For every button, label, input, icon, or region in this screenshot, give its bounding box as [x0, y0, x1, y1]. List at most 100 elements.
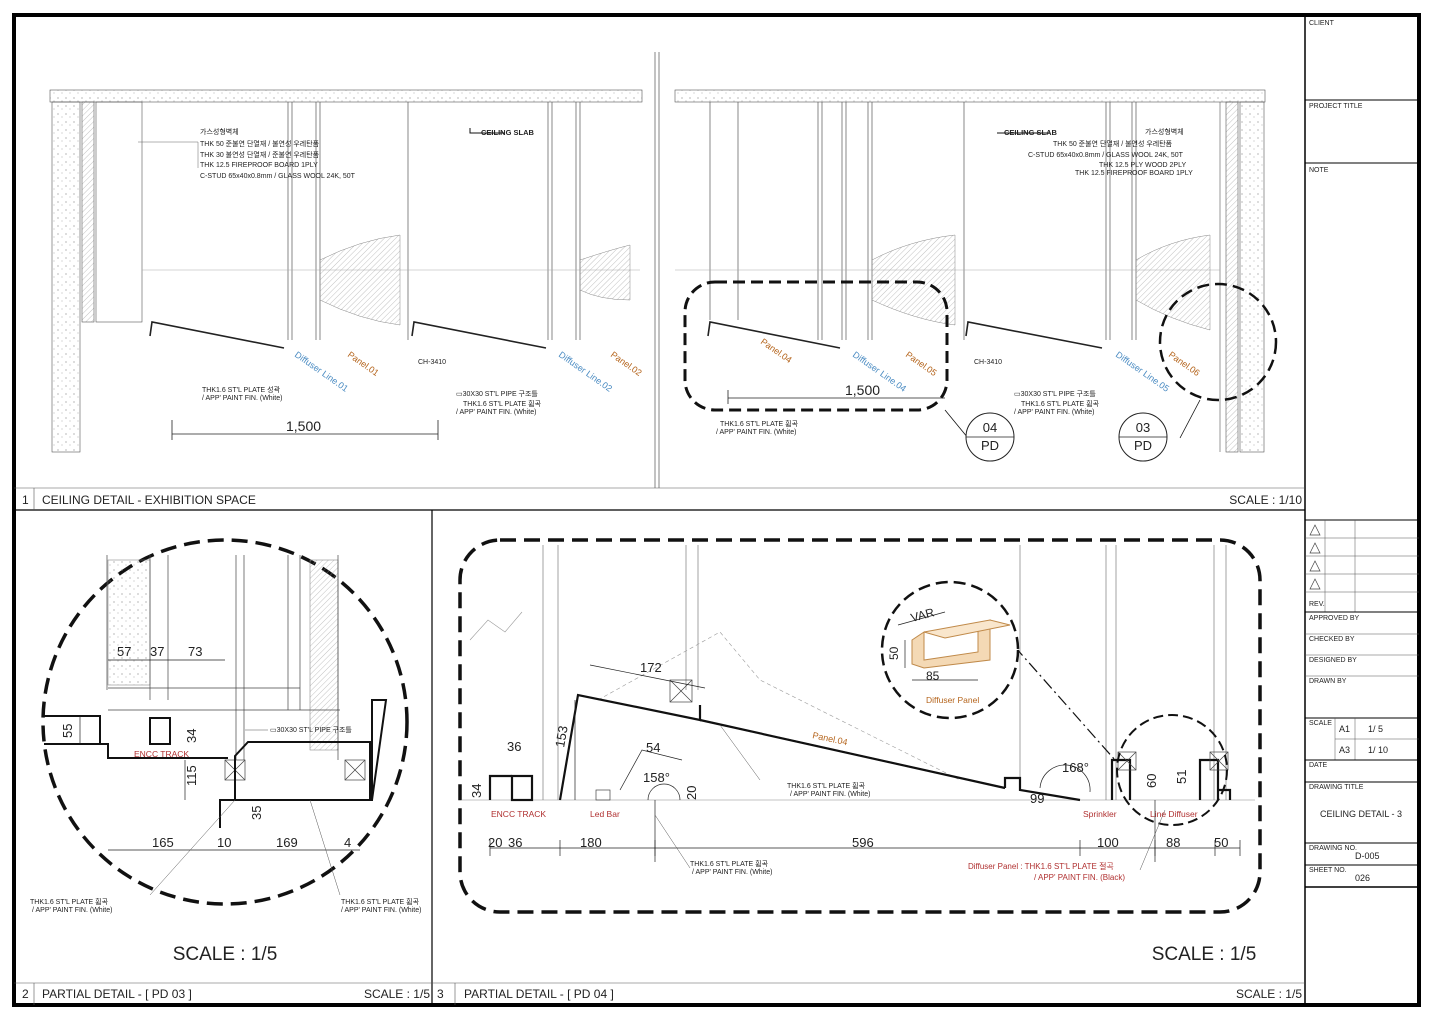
scale-label: SCALE	[1309, 720, 1332, 727]
view1-plate-note-2-fin: / APP' PAINT FIN. (White)	[456, 409, 536, 416]
drawing-title-label: DRAWING TITLE	[1309, 784, 1364, 791]
callout-pd03-outline	[1158, 282, 1278, 402]
pd04-note-b: THK1.6 ST'L PLATE 휨곡	[690, 859, 769, 868]
view1-plate-note-right-fin: / APP' PAINT FIN. (White)	[1014, 409, 1094, 416]
pd04-panel-04: Panel.04	[812, 730, 849, 747]
view1-plate-note-fin: / APP' PAINT FIN. (White)	[202, 395, 282, 402]
pd03-dim-10: 10	[217, 835, 231, 850]
view1-right-note: THK 50 준불연 단열재 / 불연성 우레탄폼	[1053, 139, 1173, 148]
pd04-sprinkler: Sprinkler	[1083, 809, 1117, 819]
pd03-note-left: THK1.6 ST'L PLATE 휨곡	[30, 897, 109, 906]
callout-04-number: 04	[983, 420, 997, 435]
view3-title: PARTIAL DETAIL - [ PD 04 ]	[464, 987, 614, 1001]
pd04-dim-20-vert: 20	[684, 786, 699, 800]
date-label: DATE	[1309, 762, 1327, 769]
panel-05: Panel.05	[904, 349, 939, 378]
pd04-dim-100: 100	[1097, 835, 1119, 850]
wall-left	[51, 101, 81, 453]
rev-label: REV.	[1309, 601, 1325, 608]
pd04-note-c: Diffuser Panel : THK1.6 ST'L PLATE 절곡	[968, 862, 1114, 871]
pd03-dim-37: 37	[150, 644, 164, 659]
view1-plate-note-mid: THK1.6 ST'L PLATE 휨곡	[720, 419, 799, 428]
view3-partial-detail-pd04: 172 153 36 34 54 158° 20 168° 99 60 51 2…	[437, 538, 1302, 1005]
callout-pd04-outline	[683, 280, 949, 412]
view1-left-note: THK 12.5 FIREPROOF BOARD 1PLY	[200, 162, 318, 169]
pd03-big-scale: SCALE : 1/5	[173, 944, 278, 965]
diffuser-panel-inset	[880, 580, 1020, 720]
pd03-note-right-fin: / APP' PAINT FIN. (White)	[341, 907, 421, 914]
scale-paper-a1: A1	[1339, 724, 1350, 734]
pd04-dim-50: 50	[1214, 835, 1228, 850]
diffuser-line-01: Diffuser Line.01	[293, 349, 350, 393]
pd04-encc-track: ENCC TRACK	[491, 809, 546, 819]
pd04-note-c-fin: / APP' PAINT FIN. (Black)	[1034, 873, 1125, 882]
view1-number: 1	[22, 493, 29, 507]
pd04-dim-34: 34	[469, 784, 484, 798]
revision-triangles	[1309, 524, 1321, 590]
client-label: CLIENT	[1309, 20, 1335, 27]
view1-pipe-note-right: ▭30X30 ST'L PIPE 구조틀	[1014, 390, 1096, 398]
view1-pipe-note: ▭30X30 ST'L PIPE 구조틀	[456, 390, 538, 398]
pd04-note-a: THK1.6 ST'L PLATE 휨곡	[787, 781, 866, 790]
panel04-line	[699, 719, 1006, 789]
pd03-dim-115: 115	[184, 765, 199, 786]
pd04-dim-158: 158°	[643, 770, 670, 785]
callout-03-pd: PD	[1134, 438, 1152, 453]
pd03-pipe-note: ▭30X30 ST'L PIPE 구조틀	[270, 726, 352, 734]
view1-ch-right: CH-3410	[974, 359, 1002, 366]
drawn-label: DRAWN BY	[1309, 678, 1347, 685]
pd03-note-left-fin: / APP' PAINT FIN. (White)	[32, 907, 112, 914]
pd04-dim-153: 153	[552, 725, 571, 749]
view1-ceiling-detail: 가스성형벽체 THK 50 준불연 단열재 / 불연성 우레탄폼 THK 30 …	[22, 52, 1302, 510]
view1-plate-note-2: THK1.6 ST'L PLATE 휨곡	[463, 399, 542, 408]
pd03-dim-73: 73	[188, 644, 202, 659]
pd04-dim-20: 20	[488, 835, 502, 850]
callout-04-pd: PD	[981, 438, 999, 453]
pd04-note-b-fin: / APP' PAINT FIN. (White)	[692, 869, 772, 876]
pd04-dim-36b: 36	[508, 835, 522, 850]
panel-01: Panel.01	[346, 349, 381, 378]
view1-plate-note-mid-fin: / APP' PAINT FIN. (White)	[716, 429, 796, 436]
view3-scale: SCALE : 1/5	[1236, 987, 1302, 1001]
wall-right	[1239, 101, 1265, 453]
view2-scale: SCALE : 1/5	[364, 987, 430, 1001]
pd03-dim-4: 4	[344, 835, 351, 850]
inset-dim-85: 85	[926, 669, 940, 683]
pd04-line-diffuser: Line Diffuser	[1150, 809, 1198, 819]
ceiling-slab-label: CEILING SLAB	[481, 128, 535, 137]
pd04-dim-596: 596	[852, 835, 874, 850]
pd03-dashed-circle	[41, 538, 409, 906]
project-title-label: PROJECT TITLE	[1309, 103, 1363, 110]
diffuser-line-02: Diffuser Line.02	[557, 349, 614, 393]
pd04-dim-180: 180	[580, 835, 602, 850]
designed-label: DESIGNED BY	[1309, 657, 1357, 664]
pd04-dim-51: 51	[1174, 770, 1189, 784]
inset-diffuser-panel: Diffuser Panel	[926, 695, 979, 705]
drawing-no: D-005	[1355, 851, 1380, 861]
note-label: NOTE	[1309, 167, 1329, 174]
pd03-encc-track: ENCC TRACK	[134, 749, 189, 759]
view1-right-note: THK 12.5 FIREPROOF BOARD 1PLY	[1075, 170, 1193, 177]
view2-number: 2	[22, 987, 29, 1001]
panel-06: Panel.06	[1167, 349, 1202, 378]
pd03-note-right: THK1.6 ST'L PLATE 휨곡	[341, 897, 420, 906]
pd04-note-a-fin: / APP' PAINT FIN. (White)	[790, 791, 870, 798]
view1-title: CEILING DETAIL - EXHIBITION SPACE	[42, 493, 256, 507]
panel-02: Panel.02	[609, 349, 644, 378]
view1-dim-1500-right: 1,500	[845, 382, 880, 398]
view1-ch-left: CH-3410	[418, 359, 446, 366]
view1-plate-note: THK1.6 ST'L PLATE 성곽	[202, 385, 281, 394]
ceiling-slab-left	[49, 89, 643, 103]
view1-right-note: THK 12.5 PLY WOOD 2PLY	[1099, 162, 1186, 169]
pd04-dim-54: 54	[646, 740, 660, 755]
sheet-no: 026	[1355, 873, 1370, 883]
scale-value-a3: 1/ 10	[1368, 745, 1388, 755]
approved-label: APPROVED BY	[1309, 615, 1360, 622]
pd03-dim-165: 165	[152, 835, 174, 850]
callout-03-number: 03	[1136, 420, 1150, 435]
view1-left-note: C-STUD 65x40x0.8mm / GLASS WOOL 24K, 50T	[200, 173, 356, 180]
panel-04: Panel.04	[759, 336, 794, 365]
view3-number: 3	[437, 987, 444, 1001]
pd03-dim-35: 35	[249, 806, 264, 820]
